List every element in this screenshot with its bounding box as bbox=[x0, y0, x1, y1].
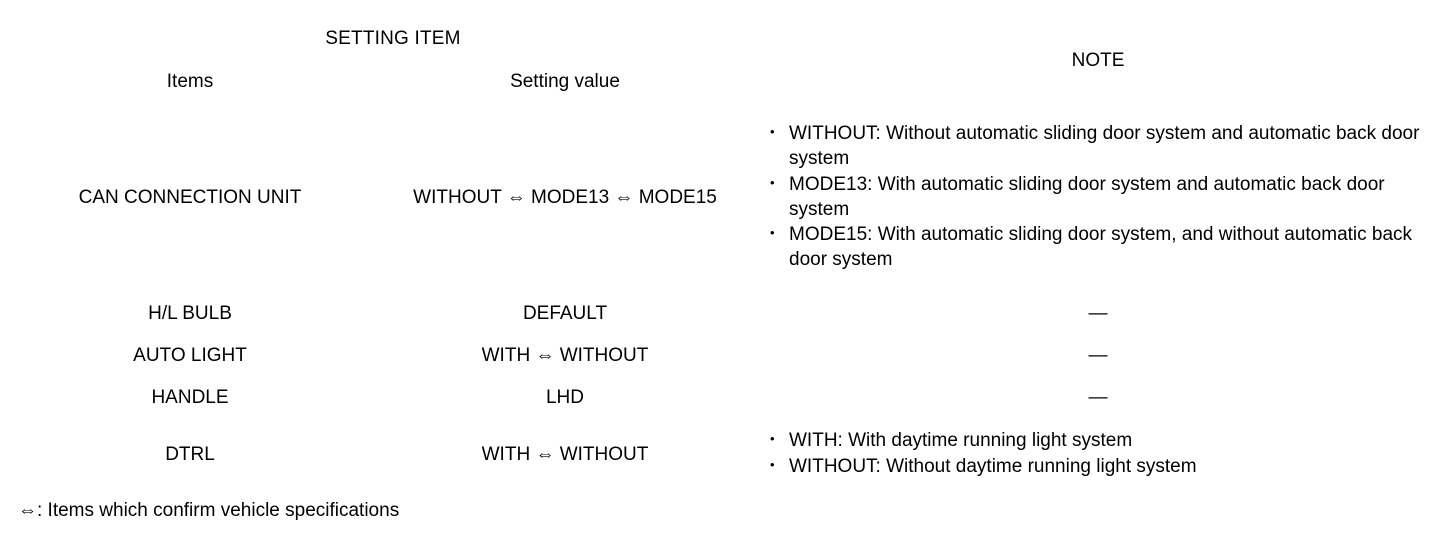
note-bullet-list: WITH: With daytime running light system … bbox=[768, 428, 1428, 480]
table-footnote: ⇔: Items which confirm vehicle specifica… bbox=[18, 500, 400, 521]
table-header-row-group: SETTING ITEM NOTE bbox=[18, 18, 1428, 103]
row-item-label: CAN CONNECTION UNIT bbox=[18, 103, 362, 293]
row-setting-value: WITH ⇔ WITHOUT bbox=[362, 335, 768, 377]
table-row: CAN CONNECTION UNIT WITHOUT ⇔ MODE13 ⇔ M… bbox=[18, 103, 1428, 293]
row-note-dash: — bbox=[768, 293, 1428, 335]
header-setting-item: SETTING ITEM bbox=[18, 18, 768, 60]
row-setting-value: WITHOUT ⇔ MODE13 ⇔ MODE15 bbox=[362, 103, 768, 293]
note-bullet-item: MODE13: With automatic sliding door syst… bbox=[768, 172, 1428, 223]
note-bullet-list: WITHOUT: Without automatic sliding door … bbox=[768, 121, 1428, 273]
row-note: WITHOUT: Without automatic sliding door … bbox=[768, 103, 1428, 293]
note-bullet-item: WITHOUT: Without daytime running light s… bbox=[768, 454, 1428, 480]
table-header-row-sub: Items Setting value bbox=[18, 60, 1428, 103]
table-row: HANDLE LHD — bbox=[18, 377, 1428, 419]
row-item-label: AUTO LIGHT bbox=[18, 335, 362, 377]
row-item-label: DTRL bbox=[18, 419, 362, 490]
note-bullet-item: WITH: With daytime running light system bbox=[768, 428, 1428, 454]
header-note: NOTE bbox=[768, 18, 1428, 103]
row-setting-value: LHD bbox=[362, 377, 768, 419]
table-row: H/L BULB DEFAULT — bbox=[18, 293, 1428, 335]
header-items: Items bbox=[18, 60, 362, 103]
row-setting-value: DEFAULT bbox=[362, 293, 768, 335]
row-setting-value: WITH ⇔ WITHOUT bbox=[362, 419, 768, 490]
table-row: AUTO LIGHT WITH ⇔ WITHOUT — bbox=[18, 335, 1428, 377]
row-note-dash: — bbox=[768, 335, 1428, 377]
note-bullet-item: MODE15: With automatic sliding door syst… bbox=[768, 222, 1428, 273]
row-note: WITH: With daytime running light system … bbox=[768, 419, 1428, 490]
table-row: DTRL WITH ⇔ WITHOUT WITH: With daytime r… bbox=[18, 419, 1428, 490]
setting-item-table: SETTING ITEM NOTE Items Setting value CA… bbox=[18, 18, 1428, 490]
row-item-label: HANDLE bbox=[18, 377, 362, 419]
note-bullet-item: WITHOUT: Without automatic sliding door … bbox=[768, 121, 1428, 172]
row-note-dash: — bbox=[768, 377, 1428, 419]
row-item-label: H/L BULB bbox=[18, 293, 362, 335]
header-setting-value: Setting value bbox=[362, 60, 768, 103]
